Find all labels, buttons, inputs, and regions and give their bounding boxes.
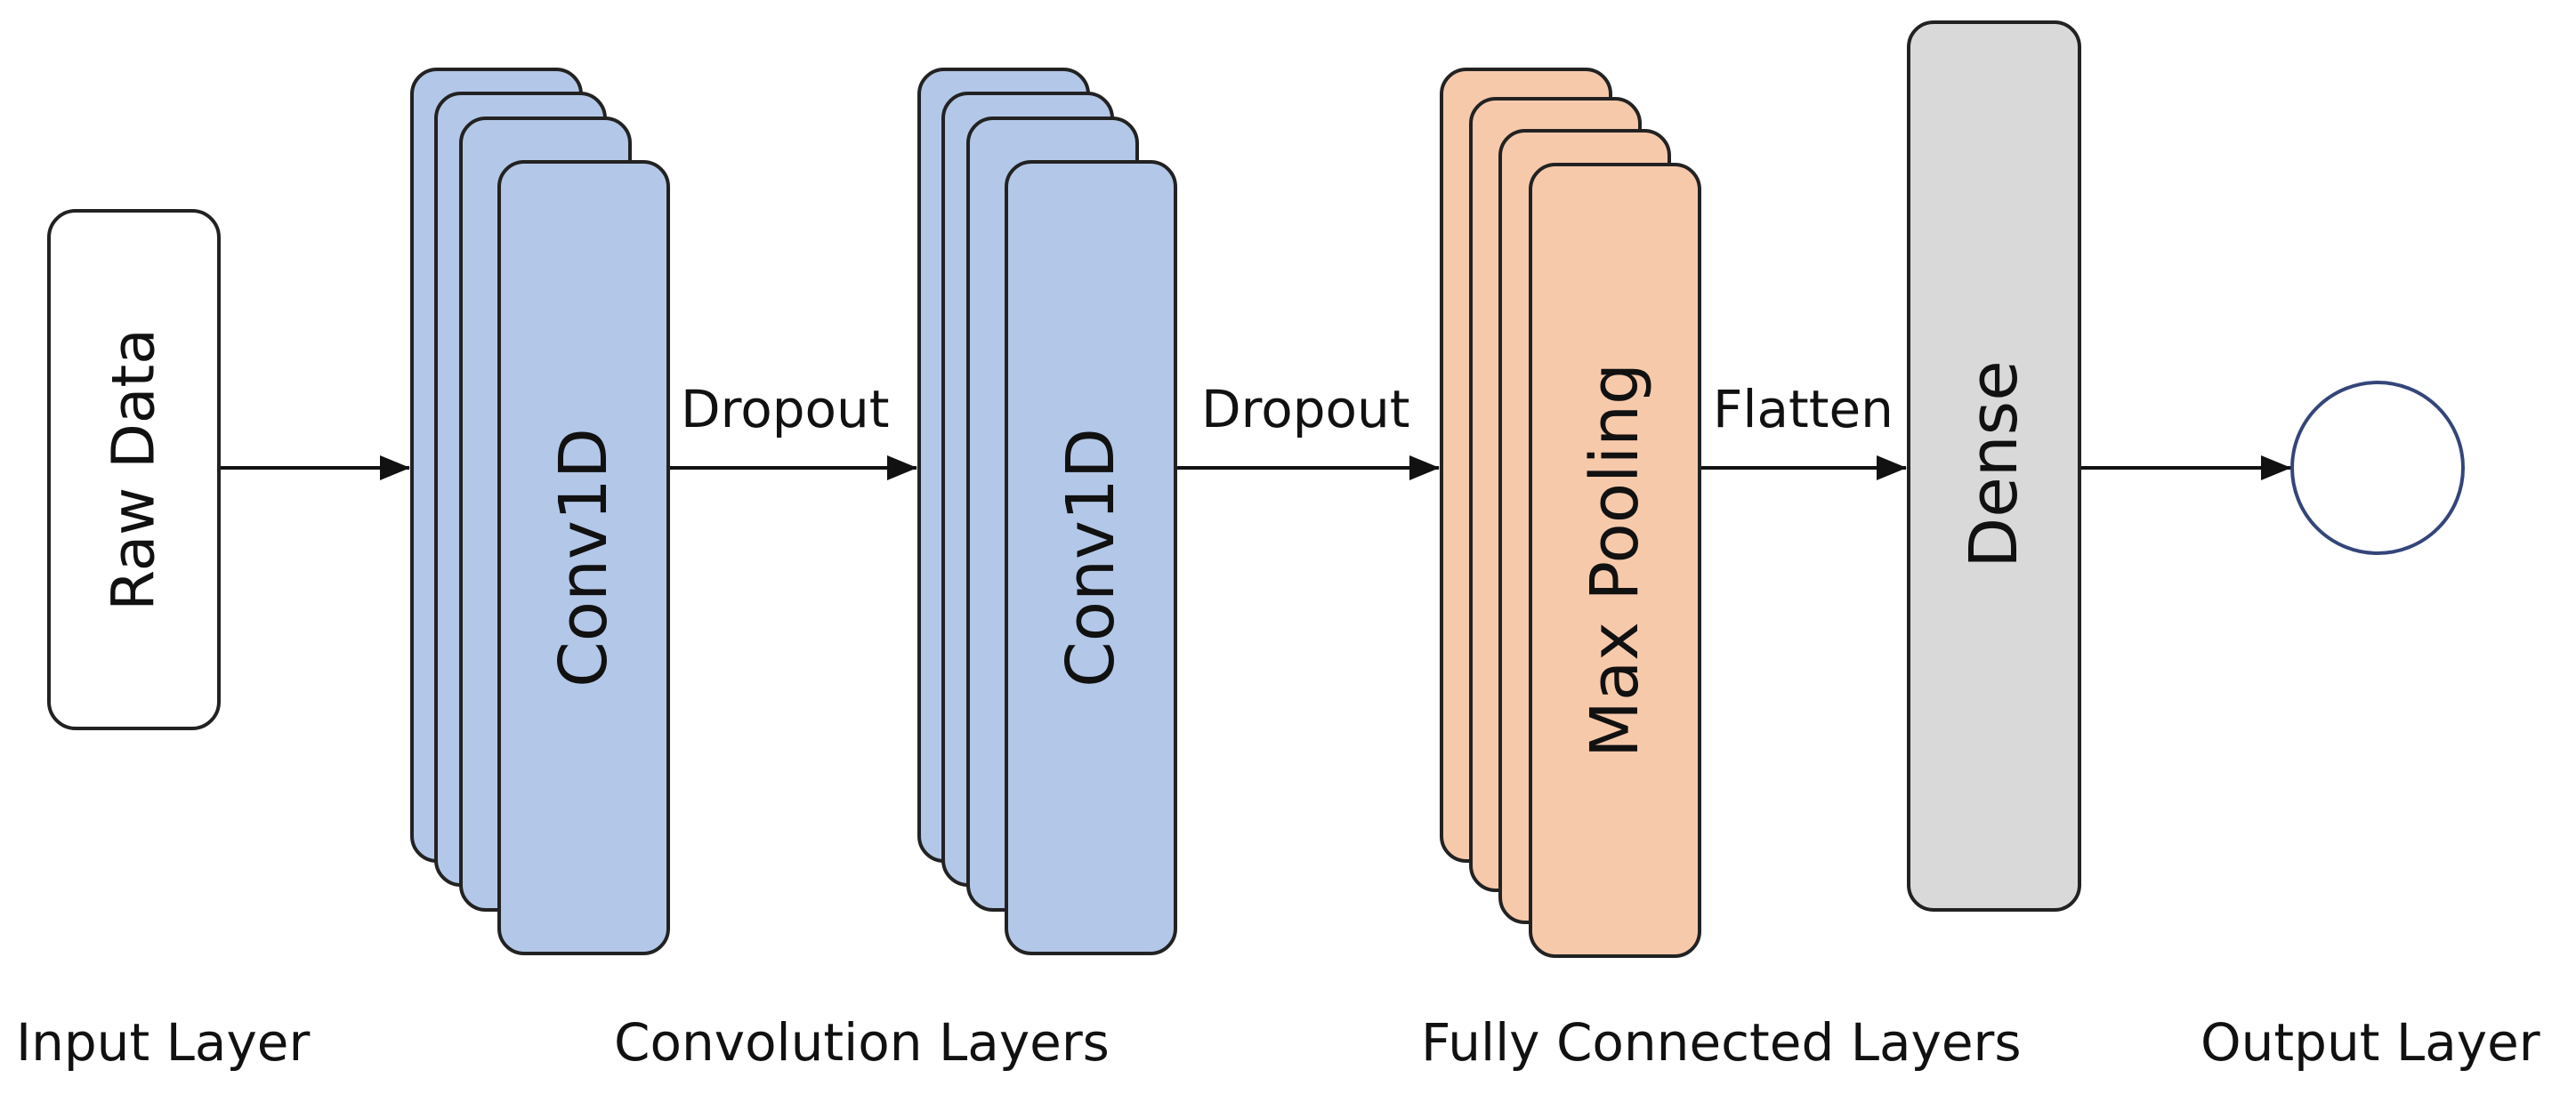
dropout-1-label: Dropout: [681, 379, 890, 439]
dropout-2-label: Dropout: [1201, 379, 1410, 439]
conv1d-stack-1: Conv1D: [410, 68, 670, 955]
output-node: [2290, 381, 2465, 555]
input-layer-caption: Input Layer: [16, 1012, 310, 1073]
conv1d-1-layer-front: [497, 160, 670, 955]
raw-data-label: Raw Data: [100, 328, 168, 610]
raw-data-node: Raw Data: [47, 209, 221, 730]
max-pooling-layer-front: [1529, 163, 1701, 958]
output-layer-caption: Output Layer: [2201, 1012, 2540, 1073]
conv1d-1-label: Conv1D: [545, 428, 622, 688]
fully-connected-layers-caption: Fully Connected Layers: [1421, 1012, 2022, 1073]
flatten-label: Flatten: [1713, 379, 1894, 439]
dense-box: [1907, 20, 2081, 912]
dense-label: Dense: [1956, 360, 2032, 568]
max-pooling-stack: Max Pooling: [1440, 68, 1701, 958]
convolution-layers-caption: Convolution Layers: [614, 1012, 1110, 1073]
dense-node: Dense: [1907, 20, 2081, 912]
raw-data-box: [47, 209, 221, 730]
conv1d-2-label: Conv1D: [1053, 428, 1129, 688]
conv1d-stack-2: Conv1D: [917, 68, 1177, 955]
max-pooling-label: Max Pooling: [1577, 363, 1653, 758]
conv1d-2-layer-front: [1005, 160, 1177, 955]
